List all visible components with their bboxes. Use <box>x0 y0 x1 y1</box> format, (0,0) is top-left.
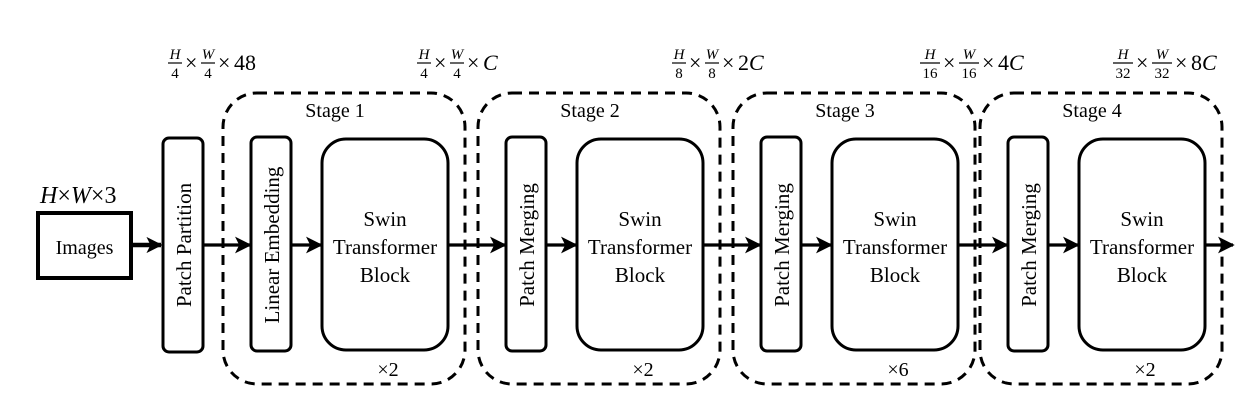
times-symbol: × <box>185 50 197 75</box>
swin-block-line: Transformer <box>1090 235 1194 259</box>
fraction-denominator: 4 <box>204 66 212 82</box>
times-symbol: × <box>689 50 701 75</box>
first-block-label: Patch Merging <box>1017 183 1041 307</box>
repeat-count: ×6 <box>887 359 908 381</box>
images-box: Images <box>36 211 133 280</box>
swin-block-line: Swin <box>618 207 662 231</box>
fraction-numerator: W <box>1156 47 1170 63</box>
swin-block-line: Swin <box>363 207 407 231</box>
fraction-denominator: 8 <box>708 66 716 82</box>
patch-merging-box: Patch Merging <box>504 135 548 353</box>
stage-1: Stage 1 Linear Embedding SwinTransformerBl… <box>204 91 467 386</box>
times-symbol: × <box>943 50 955 75</box>
swin-block-line: Block <box>360 263 411 287</box>
stage-title: Stage 2 <box>560 100 619 122</box>
fraction-numerator: W <box>706 47 720 63</box>
swin-block-line: Transformer <box>843 235 947 259</box>
channel-label: 2C <box>738 50 764 75</box>
repeat-count: ×2 <box>632 359 653 381</box>
swin-block-line: Swin <box>1120 207 1164 231</box>
fraction-numerator: W <box>963 47 977 63</box>
images-label: Images <box>56 237 114 259</box>
linear-embedding-box: Linear Embedding <box>249 135 293 353</box>
stage-boundary <box>731 91 977 386</box>
fraction-numerator: W <box>451 47 465 63</box>
fraction-numerator: H <box>673 47 686 63</box>
swin-block-line: Block <box>1117 263 1168 287</box>
fraction-numerator: H <box>418 47 431 63</box>
fraction-numerator: H <box>924 47 937 63</box>
times-symbol: × <box>1175 50 1187 75</box>
stage-title: Stage 1 <box>305 100 364 122</box>
dim-label-3: H8×W8×2C <box>672 47 764 82</box>
channel-label: 4C <box>998 50 1024 75</box>
patch-merging-box: Patch Merging <box>1006 135 1050 353</box>
patch-partition-label: Patch Partition <box>172 182 196 307</box>
stage-boundary <box>221 91 467 386</box>
times-symbol: × <box>467 50 479 75</box>
channel-label: C <box>483 50 498 75</box>
dim-label-4: H16×W16×4C <box>920 47 1024 82</box>
times-symbol: × <box>1136 50 1148 75</box>
stage-3: Stage 3 Patch Merging SwinTransformerBlock… <box>703 91 977 386</box>
first-block-label: Patch Merging <box>770 183 794 307</box>
times-symbol: × <box>434 50 446 75</box>
svg-text:H×W×3: H×W×3 <box>39 183 116 209</box>
times-symbol: × <box>722 50 734 75</box>
swin-block-line: Transformer <box>333 235 437 259</box>
patch-merging-box: Patch Merging <box>759 135 803 353</box>
stage-2: Stage 2 Patch Merging SwinTransformerBlock… <box>448 91 722 386</box>
fraction-denominator: 16 <box>923 66 939 82</box>
swin-block-line: Transformer <box>588 235 692 259</box>
fraction-denominator: 32 <box>1116 66 1131 82</box>
dim-label-5: H32×W32×8C <box>1113 47 1217 82</box>
fraction-denominator: 4 <box>171 66 179 82</box>
swin-block-line: Block <box>615 263 666 287</box>
fraction-denominator: 8 <box>675 66 683 82</box>
channel-label: 8C <box>1191 50 1217 75</box>
stage-boundary <box>978 91 1224 386</box>
fraction-denominator: 16 <box>962 66 978 82</box>
fraction-denominator: 32 <box>1155 66 1170 82</box>
stage-title: Stage 3 <box>815 100 874 122</box>
patch-partition-box: Patch Partition <box>161 136 205 354</box>
dim-label-2: H4×W4×C <box>417 47 498 82</box>
stage-title: Stage 4 <box>1062 100 1121 122</box>
fraction-numerator: W <box>202 47 216 63</box>
repeat-count: ×2 <box>1134 359 1155 381</box>
times-symbol: × <box>218 50 230 75</box>
fraction-numerator: H <box>169 47 182 63</box>
dim-label-1: H4×W4×48 <box>168 47 256 82</box>
channel-label: 48 <box>234 50 256 75</box>
input-dim-label: H×W×3 <box>39 183 116 209</box>
fraction-denominator: 4 <box>453 66 461 82</box>
first-block-label: Patch Merging <box>515 183 539 307</box>
fraction-denominator: 4 <box>420 66 428 82</box>
stage-boundary <box>476 91 722 386</box>
first-block-label: Linear Embedding <box>260 166 284 323</box>
repeat-count: ×2 <box>377 359 398 381</box>
times-symbol: × <box>982 50 994 75</box>
swin-block-line: Swin <box>873 207 917 231</box>
stage-4: Stage 4 Patch Merging SwinTransformerBlock… <box>958 91 1224 386</box>
fraction-numerator: H <box>1117 47 1130 63</box>
swin-block-line: Block <box>870 263 921 287</box>
